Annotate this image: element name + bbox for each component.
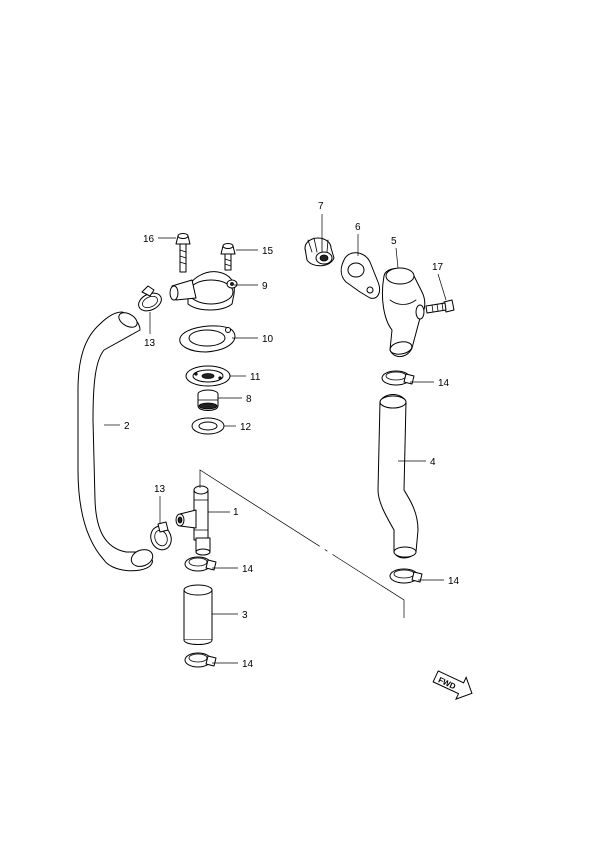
callout-labels: 1 2 3 4 5 6 7 8 9 10 11 12 13 13 14 14 1… xyxy=(124,201,460,670)
fwd-arrow-icon: FWD xyxy=(432,670,473,700)
gasket-12 xyxy=(191,417,225,435)
hose-3 xyxy=(183,584,213,645)
callout-1: 1 xyxy=(233,507,239,518)
callout-11: 11 xyxy=(250,372,261,383)
bolt-15 xyxy=(220,243,236,271)
fitting-1 xyxy=(175,485,211,556)
callout-10: 10 xyxy=(262,334,274,345)
callout-13-lower: 13 xyxy=(154,484,166,495)
callout-5: 5 xyxy=(391,236,397,247)
callout-13-upper: 13 xyxy=(144,338,156,349)
hose-4 xyxy=(377,394,419,559)
clamp-14-left-lower xyxy=(184,652,217,668)
cap-7 xyxy=(304,237,335,267)
gasket-10 xyxy=(179,325,236,353)
callout-3: 3 xyxy=(242,610,248,621)
callout-8: 8 xyxy=(246,394,252,405)
callout-4: 4 xyxy=(430,457,436,468)
clamp-14-right-lower xyxy=(389,568,423,584)
thermostat-8 xyxy=(197,389,219,411)
callout-14-left-upper: 14 xyxy=(242,564,254,575)
seal-11 xyxy=(185,365,231,387)
gasket-6 xyxy=(340,252,381,299)
callout-15: 15 xyxy=(262,246,274,257)
callout-14-left-lower: 14 xyxy=(242,659,254,670)
callout-9: 9 xyxy=(262,281,268,292)
clamp-14-left-upper xyxy=(184,556,217,572)
callout-12: 12 xyxy=(240,422,252,433)
callout-14-right-upper: 14 xyxy=(438,378,450,389)
housing-5 xyxy=(381,267,426,357)
clamp-13-upper xyxy=(138,285,162,312)
assembly-line xyxy=(199,469,405,618)
bolt-17 xyxy=(425,299,455,314)
callout-6: 6 xyxy=(355,222,361,233)
fwd-label: FWD xyxy=(437,675,458,691)
bolt-16 xyxy=(175,233,191,273)
callout-16: 16 xyxy=(143,234,155,245)
callout-2: 2 xyxy=(124,421,130,432)
callout-17: 17 xyxy=(432,262,444,273)
hose-2 xyxy=(77,311,154,572)
leader-lines xyxy=(104,214,447,664)
clamp-13-lower xyxy=(150,521,172,551)
callout-7: 7 xyxy=(318,201,324,212)
clamp-14-right-upper xyxy=(381,370,415,386)
thermostat-cover-9 xyxy=(169,271,238,311)
callout-14-right-lower: 14 xyxy=(448,576,460,587)
